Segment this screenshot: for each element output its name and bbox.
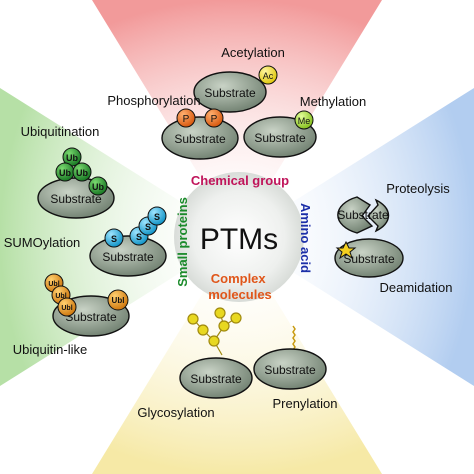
sumoylation-substrate: Substrate xyxy=(89,235,167,277)
me-badge: Me xyxy=(294,110,314,130)
s-badge-4: S xyxy=(147,206,167,226)
svg-text:Me: Me xyxy=(298,116,311,126)
phosphate-badge-2: P xyxy=(204,108,224,128)
svg-text:Ubl: Ubl xyxy=(55,293,66,300)
s-badge-1: S xyxy=(104,228,124,248)
ubiquitin-like-label: Ubiquitin-like xyxy=(13,342,87,357)
ac-badge: Ac xyxy=(258,65,278,85)
ubiquitin-chain: Ub Ub Ub Ub xyxy=(55,147,108,196)
ub-badge-4: Ub xyxy=(88,176,108,196)
svg-text:Ub: Ub xyxy=(66,153,78,163)
svg-text:Ub: Ub xyxy=(92,182,104,192)
deamidation-star-icon xyxy=(335,240,357,260)
ub-badge-2: Ub xyxy=(55,162,75,182)
substrate-label: Substrate xyxy=(254,131,306,145)
complex-molecules-wedge xyxy=(92,237,382,474)
phosphate-badge-1: P xyxy=(176,108,196,128)
svg-text:P: P xyxy=(211,114,218,125)
substrate-label: Substrate xyxy=(343,252,395,266)
substrate-label: Substrate xyxy=(204,86,256,100)
prenyl-chain-icon xyxy=(292,325,296,351)
prenylation-label: Prenylation xyxy=(272,396,337,411)
svg-text:P: P xyxy=(183,114,190,125)
svg-text:Ub: Ub xyxy=(59,168,71,178)
svg-text:Ubl: Ubl xyxy=(48,281,59,288)
small-proteins-label: Small proteins xyxy=(175,197,190,287)
acetylation-label: Acetylation xyxy=(221,45,285,60)
complex-molecules-label: Complex molecules xyxy=(208,271,272,302)
acetylation-substrate: Substrate xyxy=(193,71,267,113)
substrate-label: Substrate xyxy=(102,250,154,264)
svg-text:S: S xyxy=(154,212,160,222)
methylation-label: Methylation xyxy=(300,94,366,109)
glycosylation-label: Glycosylation xyxy=(137,405,214,420)
phosphorylation-label: Phosphorylation xyxy=(107,93,200,108)
sumoylation-label: SUMOylation xyxy=(4,235,81,250)
substrate-label: Substrate xyxy=(337,208,389,222)
deamidation-label: Deamidation xyxy=(380,280,453,295)
amino-acid-wedge xyxy=(237,88,474,386)
glycan-tree-icon xyxy=(187,307,242,356)
ubl-badge-3: Ubl xyxy=(57,297,77,317)
ptms-center-label: PTMs xyxy=(200,223,278,256)
chemical-group-label: Chemical group xyxy=(191,173,289,188)
chemical-group-wedge xyxy=(92,0,382,237)
amino-acid-label: Amino acid xyxy=(298,203,313,273)
svg-text:S: S xyxy=(145,222,151,232)
prenylation-substrate: Substrate xyxy=(253,348,327,390)
substrate-label: Substrate xyxy=(65,310,117,324)
svg-text:Ubl: Ubl xyxy=(112,296,125,305)
ub-badge-3: Ub xyxy=(72,162,92,182)
svg-text:Ub: Ub xyxy=(76,168,88,178)
svg-text:Ac: Ac xyxy=(263,71,274,81)
glycosylation-substrate: Substrate xyxy=(179,357,253,399)
phosphorylation-substrate: Substrate xyxy=(161,116,239,160)
proteolysis-label: Proteolysis xyxy=(386,181,450,196)
svg-text:S: S xyxy=(111,234,117,244)
svg-text:Ubl: Ubl xyxy=(61,305,72,312)
svg-text:S: S xyxy=(136,232,142,242)
ubiquitination-label: Ubiquitination xyxy=(21,124,100,139)
proteolysis-substrate: Substrate xyxy=(337,196,390,234)
substrate-label: Substrate xyxy=(174,132,226,146)
sumo-chain: S S S S xyxy=(104,206,167,248)
substrate-label: Substrate xyxy=(50,192,102,206)
ubl-badge-4: Ubl xyxy=(107,289,129,311)
substrate-label: Substrate xyxy=(190,372,242,386)
substrate-label: Substrate xyxy=(264,363,316,377)
ptms-center-circle xyxy=(174,172,304,302)
ubl-chain: Ubl Ubl Ubl Ubl xyxy=(44,273,129,317)
